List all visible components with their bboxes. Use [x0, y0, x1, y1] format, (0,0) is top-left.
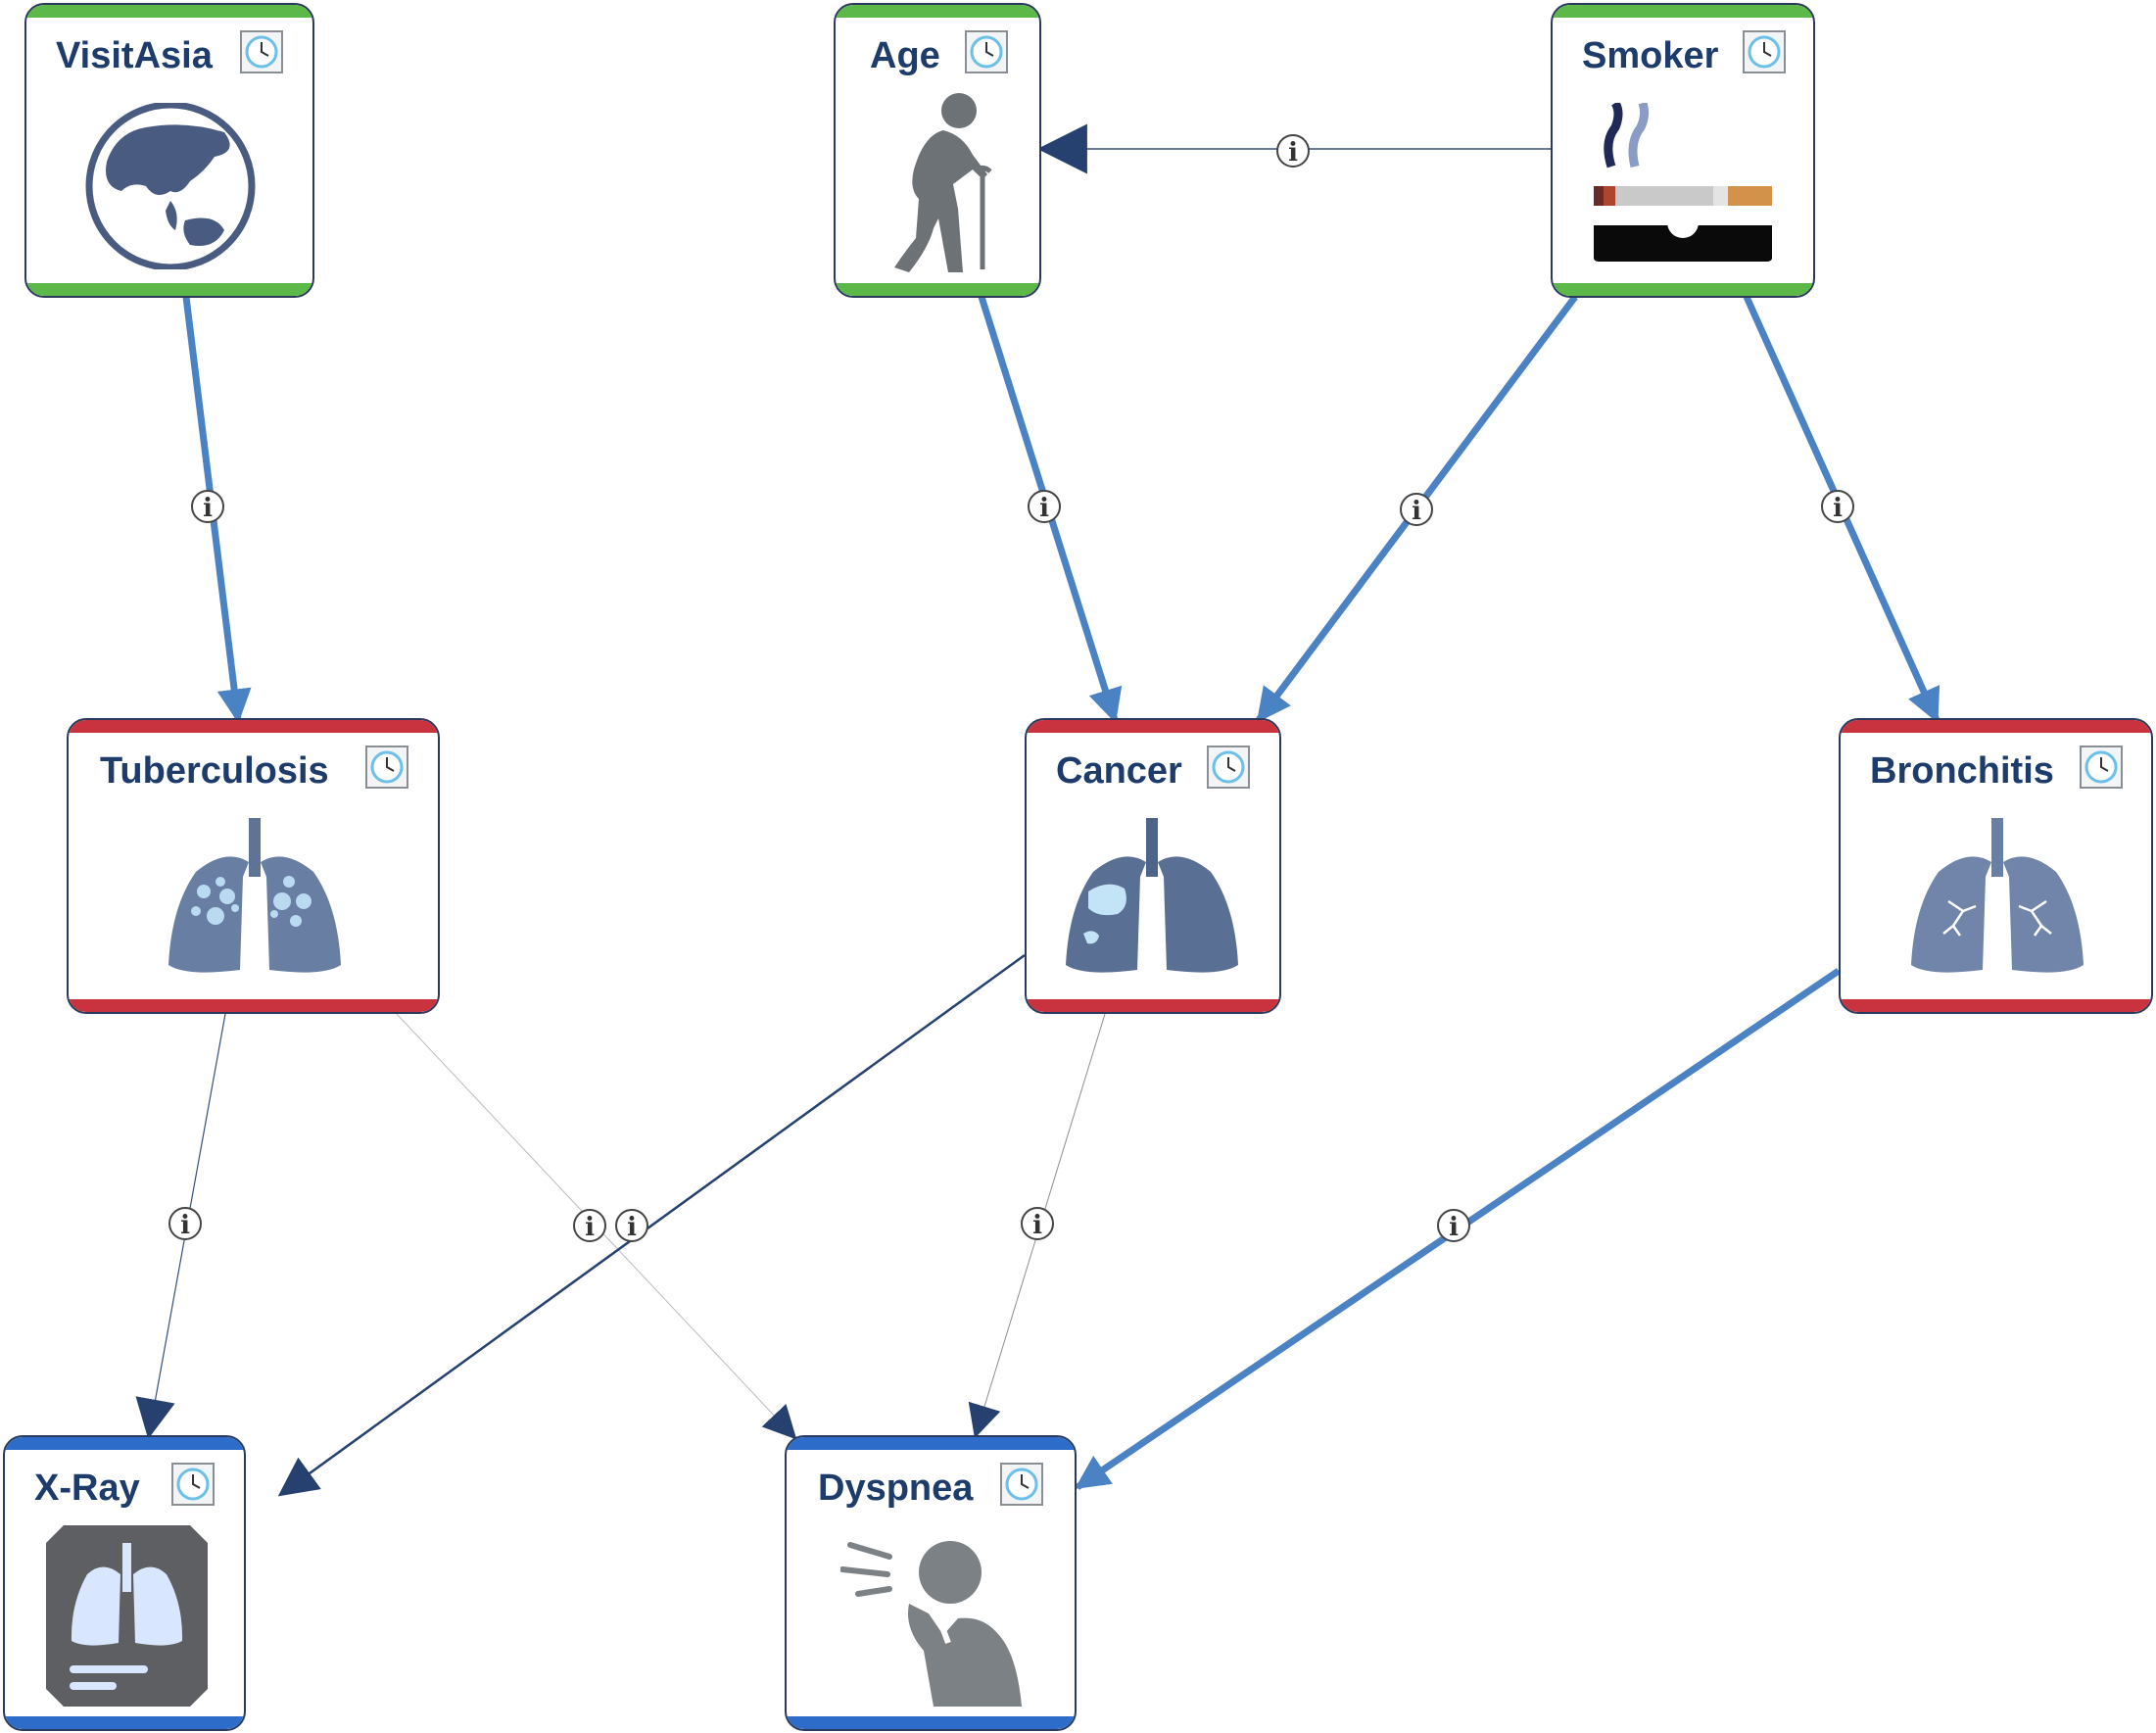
clock-icon[interactable] — [1743, 30, 1786, 73]
node-band — [1027, 999, 1279, 1012]
info-icon[interactable]: i — [1028, 490, 1061, 523]
info-icon[interactable]: i — [1400, 493, 1433, 526]
node-band — [5, 1716, 244, 1729]
node-tuberculosis[interactable]: Tuberculosis — [67, 718, 440, 1014]
node-dyspnea[interactable]: Dyspnea — [785, 1435, 1077, 1731]
svg-text:i: i — [627, 1213, 637, 1242]
node-band — [787, 1437, 1075, 1450]
lungs-tumor-icon — [1064, 818, 1240, 989]
node-band — [69, 999, 438, 1012]
globe-icon — [77, 101, 264, 274]
node-band — [836, 283, 1039, 296]
node-band — [1553, 283, 1813, 296]
clock-icon[interactable] — [240, 30, 283, 73]
node-title: Age — [870, 35, 940, 76]
cigarette-icon — [1594, 100, 1775, 269]
info-icon[interactable]: i — [573, 1209, 606, 1242]
node-title: Bronchitis — [1870, 750, 2054, 792]
node-band — [1027, 720, 1279, 733]
info-icon[interactable]: i — [1276, 134, 1310, 168]
node-band — [1553, 5, 1813, 18]
node-band — [26, 283, 312, 296]
node-title: Cancer — [1056, 750, 1182, 792]
lungs-spots-icon — [167, 818, 343, 989]
elderly-person-icon — [875, 91, 1002, 282]
info-icon[interactable]: i — [1021, 1207, 1054, 1240]
node-bronchitis[interactable]: Bronchitis — [1839, 718, 2153, 1014]
node-title: VisitAsia — [56, 35, 213, 76]
node-smoker[interactable]: Smoker — [1551, 3, 1815, 298]
node-age[interactable]: Age — [834, 3, 1041, 298]
svg-text:i: i — [180, 1211, 190, 1240]
coughing-person-icon — [839, 1535, 1027, 1716]
info-icon[interactable]: i — [1437, 1209, 1470, 1242]
clock-icon[interactable] — [171, 1463, 215, 1506]
clock-icon[interactable] — [2080, 746, 2123, 789]
info-icon[interactable]: i — [615, 1209, 648, 1242]
node-title: Dyspnea — [818, 1468, 974, 1509]
info-icon[interactable]: i — [1821, 490, 1854, 523]
node-band — [1841, 720, 2151, 733]
node-band — [1841, 999, 2151, 1012]
node-title: Smoker — [1582, 35, 1719, 76]
clock-icon[interactable] — [365, 746, 408, 789]
node-cancer[interactable]: Cancer — [1025, 718, 1281, 1014]
node-title: Tuberculosis — [100, 750, 329, 792]
node-visitasia[interactable]: VisitAsia — [24, 3, 314, 298]
node-band — [26, 5, 312, 18]
svg-text:i: i — [203, 494, 213, 523]
svg-text:i: i — [1032, 1211, 1042, 1240]
info-icon[interactable]: i — [168, 1207, 202, 1240]
node-band — [836, 5, 1039, 18]
svg-text:i: i — [1833, 494, 1843, 523]
svg-text:i: i — [585, 1213, 595, 1242]
node-band — [787, 1716, 1075, 1729]
svg-text:i: i — [1412, 497, 1421, 526]
svg-text:i: i — [1039, 494, 1049, 523]
clock-icon[interactable] — [965, 30, 1008, 73]
svg-text:i: i — [1449, 1213, 1459, 1242]
lungs-bronchi-icon — [1909, 818, 2085, 989]
node-xray[interactable]: X-Ray — [3, 1435, 246, 1731]
node-band — [5, 1437, 244, 1450]
node-title: X-Ray — [34, 1468, 140, 1509]
edge-cancer-xray[interactable] — [277, 953, 1026, 1497]
svg-text:i: i — [1288, 138, 1298, 168]
clock-icon[interactable] — [1000, 1463, 1043, 1506]
clock-icon[interactable] — [1207, 746, 1250, 789]
node-band — [69, 720, 438, 733]
xray-film-icon — [46, 1525, 208, 1711]
info-icon[interactable]: i — [191, 490, 224, 523]
